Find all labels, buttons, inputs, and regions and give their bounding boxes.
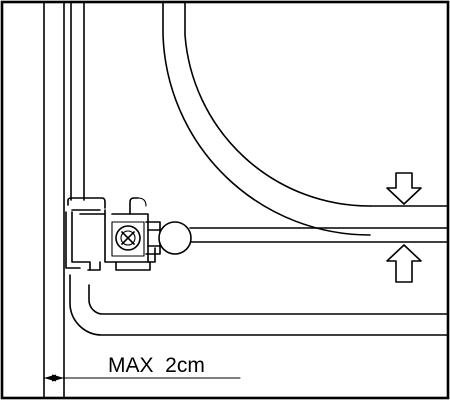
screw-icon [115, 225, 141, 251]
horizontal-rail [189, 227, 449, 243]
wall-bracket [65, 197, 156, 271]
curved-door-arc [162, 2, 449, 236]
tray-lip-profile [69, 274, 449, 336]
arrow-up-icon [386, 244, 422, 283]
dimension-label: MAX 2cm [108, 354, 205, 377]
vertical-wall-profile [43, 2, 85, 398]
dimension-marker [43, 374, 241, 382]
roller-pin [145, 221, 192, 255]
arrow-down-icon [386, 172, 422, 205]
